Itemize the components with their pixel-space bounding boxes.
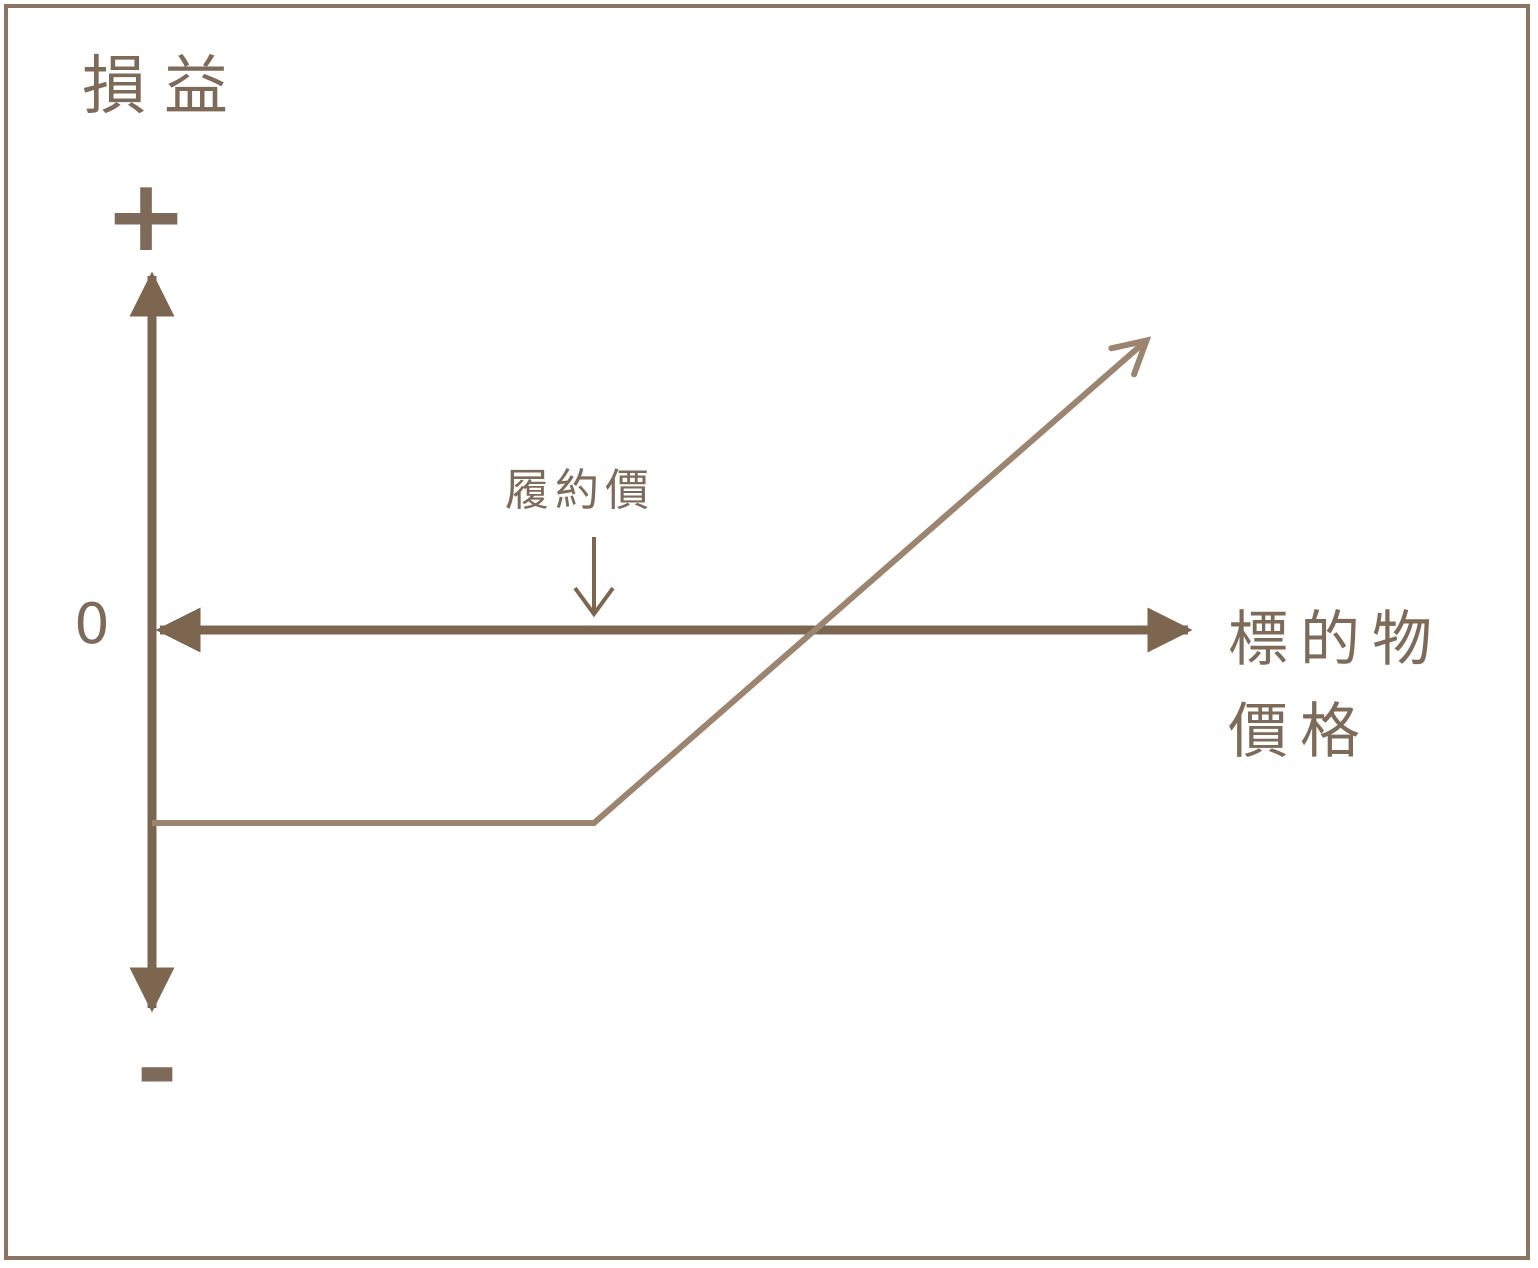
y-axis-minus-label: - (136, 1010, 178, 1127)
strike-annotation-arrow (573, 537, 615, 618)
y-axis-label: 損益 (82, 50, 246, 124)
strike-annotation-label: 履約價 (505, 465, 655, 516)
chart-frame (4, 4, 1530, 1260)
payoff-series-arrowhead (1108, 336, 1152, 378)
payoff-series-line (152, 338, 1149, 826)
x-axis-label: 標的物 價格 (1228, 605, 1475, 767)
y-axis-zero-label: 0 (74, 592, 110, 657)
y-axis-plus-label: + (104, 157, 188, 274)
